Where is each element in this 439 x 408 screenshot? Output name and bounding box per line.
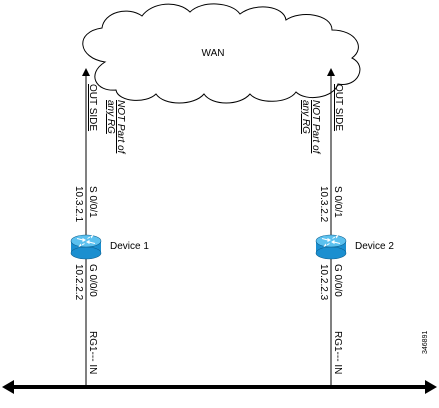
- device1-wan-interface: S 0/0/1: [87, 186, 98, 218]
- device2-labels: OUT SIDE NOT Part of any RG S 0/0/1 10.3…: [300, 84, 344, 374]
- device1-inside-label: RG1--- IN: [87, 331, 98, 374]
- router-icon: [315, 234, 347, 260]
- device2-lan-interface: G 0/0/0: [332, 264, 343, 297]
- device1-lan-interface: G 0/0/0: [87, 264, 98, 297]
- lan-bus: [2, 380, 437, 394]
- device2-outside-label: OUT SIDE: [333, 84, 344, 131]
- left-arrow-icon: [2, 380, 14, 394]
- device1-labels: OUT SIDE NOT Part of any RG S 0/0/1 10.3…: [73, 84, 126, 374]
- device1-rg-label-line2: any RG: [105, 100, 116, 134]
- device2-wan-interface: S 0/0/1: [332, 186, 343, 218]
- wan-cloud: WAN: [82, 3, 361, 104]
- device2-wan-ip: 10.3.2.2: [318, 186, 329, 223]
- device1-router[interactable]: Device 1: [70, 234, 149, 260]
- device2-rg-label-line1: NOT Part of: [310, 100, 321, 155]
- device2-router[interactable]: Device 2: [315, 234, 394, 260]
- device2-lan-ip: 10.2.2.3: [318, 264, 329, 301]
- device1-name: Device 1: [110, 241, 149, 252]
- device1-lan-ip: 10.2.2.2: [73, 264, 84, 301]
- wan-label: WAN: [202, 48, 225, 59]
- device2-rg-label-line2: any RG: [300, 100, 311, 134]
- figure-id: 346891: [422, 331, 429, 354]
- device1-wan-ip: 10.3.2.1: [73, 186, 84, 223]
- device1-rg-label-line1: NOT Part of: [115, 100, 126, 155]
- router-icon: [70, 234, 102, 260]
- device2-inside-label: RG1--- IN: [332, 331, 343, 374]
- right-arrow-icon: [425, 380, 437, 394]
- device1-outside-label: OUT SIDE: [87, 84, 98, 131]
- device2-name: Device 2: [355, 241, 394, 252]
